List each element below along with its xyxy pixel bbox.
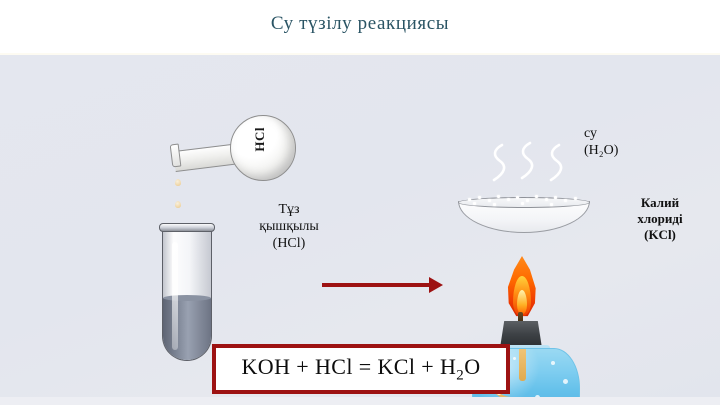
equation-right-tail: O <box>464 353 481 379</box>
flask-lip <box>169 143 182 168</box>
steam-wisp-icon <box>546 143 564 183</box>
panel-footer-strip <box>0 397 720 405</box>
flame-icon <box>504 256 540 318</box>
test-tube-highlight <box>172 242 178 350</box>
test-tube-body <box>162 230 212 361</box>
flask-label: HCl <box>252 127 267 152</box>
test-tube <box>159 223 215 363</box>
droplet-icon <box>175 179 181 186</box>
evaporating-dish <box>458 195 590 235</box>
dish-rim <box>458 197 590 208</box>
product-label-kcl: Калий хлориді (KCl) <box>637 195 683 242</box>
steam-wisp-icon <box>489 143 507 183</box>
page-title: Су түзілу реакциясы <box>270 13 450 34</box>
test-tube-rim <box>159 223 215 232</box>
hcl-flask: HCl <box>168 113 320 185</box>
burner-wick-submerged <box>519 349 526 381</box>
test-tube-liquid <box>163 295 211 360</box>
equation-right-side: KCl + H <box>377 353 457 379</box>
kcl-crystals <box>464 195 584 208</box>
product-label-water: су (H₂O) <box>584 126 619 159</box>
steam-wisp-icon <box>517 141 535 181</box>
reagent-label-hcl: Тұз қышқылы (HCl) <box>259 202 319 252</box>
burner-wick <box>518 312 523 324</box>
equation-left-side: KOH + HCl <box>241 353 353 379</box>
flame-core-layer <box>517 290 527 314</box>
title-band <box>0 0 720 55</box>
right-arrow-icon <box>322 277 443 293</box>
equation-equals: = <box>358 353 372 379</box>
burner-cap <box>500 321 542 348</box>
equation-box: KOH + HCl = KCl + H2O <box>212 344 510 394</box>
chemical-equation: KOH + HCl = KCl + H2O <box>242 354 481 384</box>
droplet-icon <box>175 201 181 208</box>
title-divider <box>0 53 720 55</box>
content-panel: HCl Тұз қышқылы (HCl) <box>0 55 720 405</box>
equation-subscript: 2 <box>456 367 465 384</box>
flask-bulb <box>230 115 296 181</box>
